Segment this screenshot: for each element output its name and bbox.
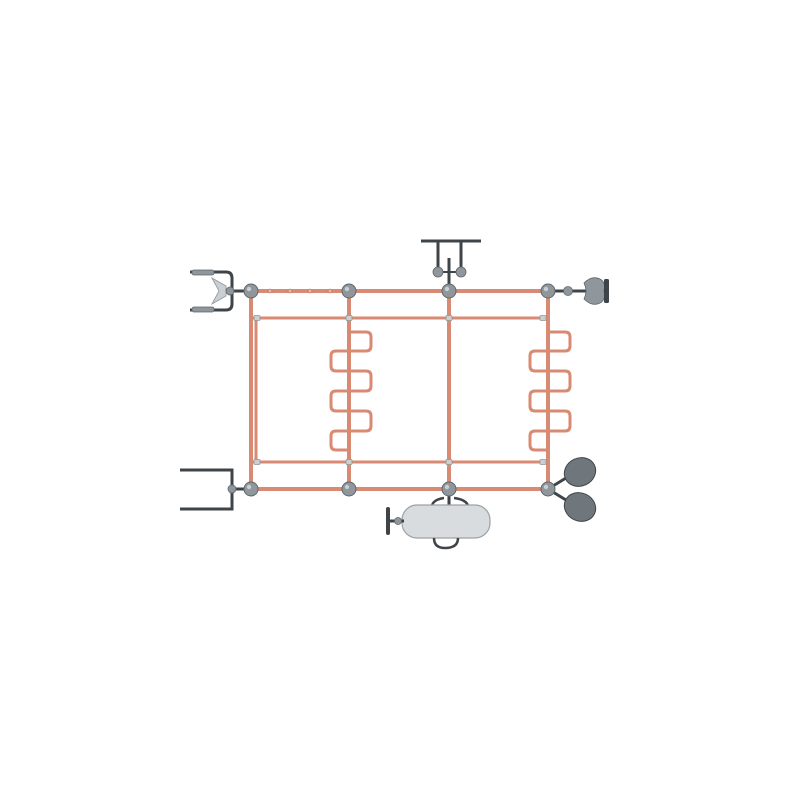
sensor-pad-upper [563,457,597,487]
highlight [344,286,350,292]
highlight [444,484,450,490]
coupler [539,459,547,465]
junction-highlights [246,286,549,490]
stop-valve-icon [180,468,250,511]
bracket-frame [180,468,234,511]
flat-valve-icon [190,269,250,313]
ball-joint-icon [243,283,259,299]
valve-handle-top [191,269,215,276]
highlight [344,484,350,490]
ball-joint-icon [341,283,357,299]
valve-ball [225,286,235,296]
pressure-tank-icon [386,489,491,550]
bead [287,288,293,294]
valve-ball [563,286,573,296]
coupler [345,315,353,321]
coupler [539,315,547,321]
highlight [543,286,549,292]
top-pipe-beads [267,288,333,294]
tank-outlet-loop [432,537,460,550]
highlight [246,484,252,490]
bead [267,288,273,294]
heating-coil-icon [528,330,572,452]
ball-joint-icon [441,283,457,299]
ball-joint-icon [540,283,556,299]
gauge-right-ball [455,266,467,278]
heating-coil-icon [329,330,373,452]
ball-joint-icon [341,481,357,497]
ball-joint-icon [243,481,259,497]
ball-joint-icon [441,481,457,497]
coupler [445,459,453,465]
inner-thin-pipes [253,316,546,464]
sensor-pad-lower [563,492,597,522]
sensor-pad-icon [547,457,597,522]
main-pipe-frame [248,289,550,491]
valve-cone [210,276,227,306]
flat-valve-icon [548,277,609,305]
junctions [243,283,556,497]
inner-couplers [253,315,547,465]
coupler [253,315,261,321]
gauge-icon [421,239,481,291]
bead [307,288,313,294]
bracket-ball [227,484,237,494]
valve-cap [604,279,609,303]
tank-valve-ball [394,517,402,525]
highlight [543,484,549,490]
gauge-left-ball [432,266,444,278]
coupler [445,315,453,321]
valve-handle-bottom [191,306,215,313]
ball-joint-icon [540,481,556,497]
tank-body [401,504,491,539]
valve-body [583,277,605,305]
highlight [444,286,450,292]
highlight [246,286,252,292]
bead [327,288,333,294]
coupler [345,459,353,465]
coupler [253,459,261,465]
